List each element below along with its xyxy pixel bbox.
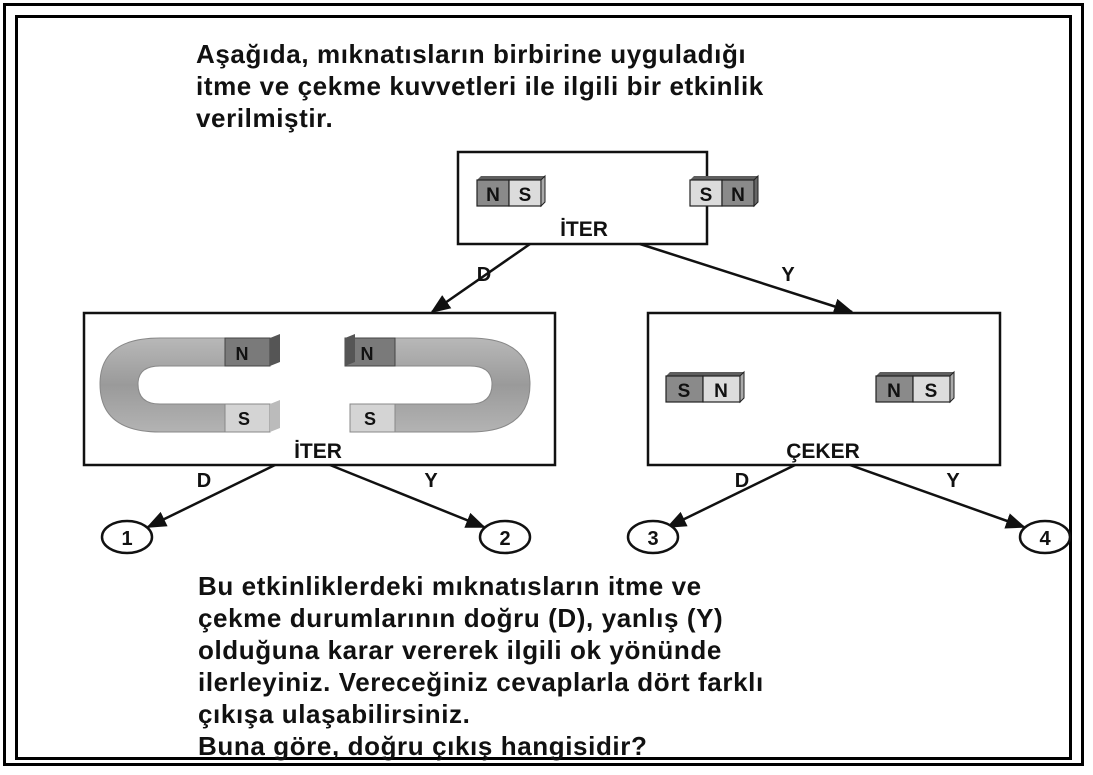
exit-label: 3 — [647, 528, 658, 550]
intro-line: Aşağıda, mıknatısların birbirine uygulad… — [196, 39, 747, 69]
top-right-magnet: S N — [689, 174, 759, 208]
right-horseshoe-magnet: N S — [344, 334, 531, 433]
intro-line: verilmiştir. — [196, 103, 334, 133]
pole-label: N — [236, 344, 249, 364]
inner-frame — [15, 15, 1072, 760]
pole-label: N — [887, 381, 901, 402]
intro-text: Aşağıda, mıknatısların birbirine uygulad… — [196, 38, 764, 134]
left-box-caption: İTER — [294, 440, 342, 463]
pole-label: S — [678, 381, 691, 402]
branch-label-d: D — [477, 264, 491, 286]
exit-1: 1 — [100, 519, 154, 555]
pole-label: N — [714, 381, 728, 402]
branch-label-y: Y — [781, 264, 795, 286]
arrow-left-y — [329, 463, 486, 529]
pole-label: S — [519, 185, 532, 206]
arrow-top-y — [639, 242, 854, 315]
right-right-magnet: N S — [875, 370, 955, 404]
top-left-magnet: N S — [476, 174, 546, 208]
top-box-caption: İTER — [560, 218, 608, 241]
right-box-caption: ÇEKER — [786, 440, 860, 463]
branch-label-d: D — [197, 470, 211, 492]
branch-label-y: Y — [946, 470, 960, 492]
exit-label: 1 — [121, 528, 132, 550]
pole-label: S — [364, 409, 376, 429]
exit-2: 2 — [478, 519, 532, 555]
pole-label: S — [925, 381, 938, 402]
pole-label: S — [238, 409, 250, 429]
question-line: çekme durumlarının doğru (D), yanlış (Y) — [198, 603, 724, 633]
question-line: ilerleyiniz. Vereceğiniz cevaplarla dört… — [198, 667, 764, 697]
arrow-top-d — [430, 242, 531, 314]
branch-label-d: D — [735, 470, 749, 492]
right-left-magnet: S N — [665, 370, 745, 404]
exit-3: 3 — [626, 519, 680, 555]
pole-label: S — [700, 185, 713, 206]
exit-label: 2 — [499, 528, 510, 550]
exit-label: 4 — [1039, 528, 1051, 550]
pole-label: N — [731, 185, 745, 206]
pole-label: N — [361, 344, 374, 364]
outer-frame — [3, 3, 1084, 766]
arrow-left-d — [146, 463, 276, 529]
branch-label-y: Y — [424, 470, 438, 492]
final-question: Buna göre, doğru çıkış hangisidir? — [198, 731, 648, 761]
question-text: Bu etkinliklerdeki mıknatısların itme ve… — [198, 570, 764, 730]
intro-line: itme ve çekme kuvvetleri ile ilgili bir … — [196, 71, 764, 101]
exit-4: 4 — [1018, 519, 1072, 555]
arrow-right-d — [666, 463, 796, 529]
pole-label: N — [486, 185, 500, 206]
question-line: olduğuna karar vererek ilgili ok yönünde — [198, 635, 722, 665]
arrow-right-y — [849, 463, 1026, 529]
question-line: Bu etkinliklerdeki mıknatısların itme ve — [198, 571, 702, 601]
question-line: çıkışa ulaşabilirsiniz. — [198, 699, 471, 729]
left-horseshoe-magnet: N S — [99, 334, 280, 433]
